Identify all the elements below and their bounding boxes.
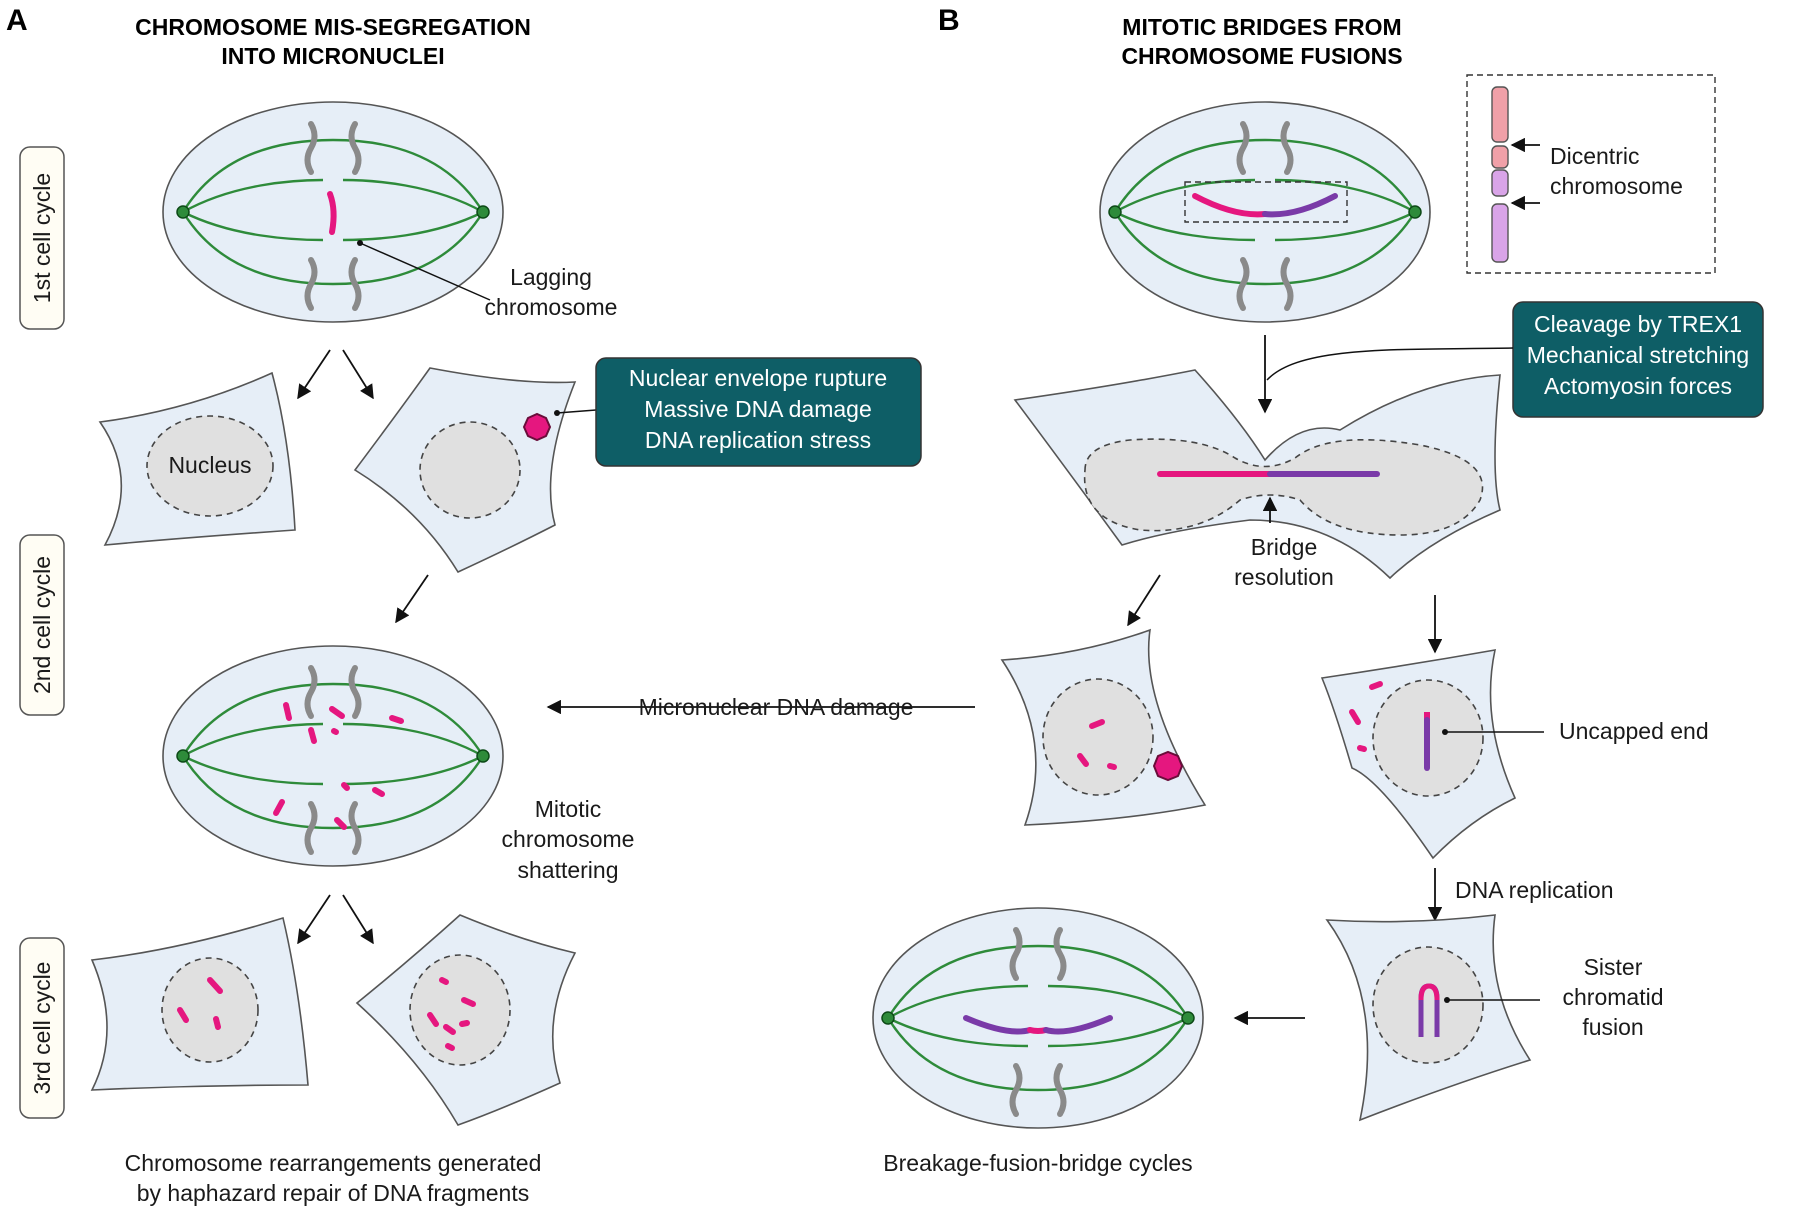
b-mitotic-cell-1 — [1099, 101, 1431, 323]
cycle-tag-2: 2nd cell cycle — [19, 534, 65, 716]
damage-box: Nuclear envelope rupture Massive DNA dam… — [595, 357, 922, 467]
b-daughter-left — [1000, 628, 1207, 826]
lagging-label-2: chromosome — [485, 294, 618, 320]
cleavage-box: Cleavage by TREX1 Mechanical stretching … — [1512, 301, 1764, 418]
a-daughter-3-left — [90, 916, 309, 1091]
sister-label-3: fusion — [1582, 1014, 1643, 1040]
a-daughter-cell-right — [353, 367, 577, 574]
panel-a-footer-line-1: Chromosome rearrangements generated — [125, 1150, 542, 1176]
uncapped-label: Uncapped end — [1559, 718, 1709, 744]
b-bridge-cells — [1013, 369, 1501, 580]
a-mitotic-cell-1 — [162, 101, 504, 323]
damage-box-line-1: Nuclear envelope rupture — [629, 365, 887, 391]
cycle-tag-2-label: 2nd cell cycle — [29, 556, 55, 694]
nucleus-label: Nucleus — [168, 452, 251, 478]
panel-a-letter: A — [6, 4, 28, 37]
cleavage-box-line-2: Mechanical stretching — [1527, 342, 1749, 368]
micronuclear-damage-label: Micronuclear DNA damage — [639, 694, 914, 720]
a-daughter-cell-left: Nucleus — [98, 371, 296, 546]
lagging-chromosome — [327, 191, 337, 235]
dicentric-label-1: Dicentric — [1550, 143, 1639, 169]
cycle-tag-3: 3rd cell cycle — [19, 937, 65, 1119]
cycle-tag-3-label: 3rd cell cycle — [29, 962, 55, 1095]
panel-a-footer-line-2: by haphazard repair of DNA fragments — [137, 1180, 529, 1206]
bridge-label-1: Bridge — [1251, 534, 1317, 560]
b-daughter-right — [1320, 649, 1517, 860]
panel-b-title-line-2: CHROMOSOME FUSIONS — [1121, 43, 1402, 69]
dicentric-inset: Dicentric chromosome — [1466, 74, 1716, 274]
damage-box-line-2: Massive DNA damage — [644, 396, 872, 422]
b-mitotic-cell-bfb — [872, 907, 1204, 1129]
shattering-label-2: chromosome — [502, 826, 635, 852]
micronucleus — [522, 412, 552, 442]
cycle-tag-1: 1st cell cycle — [19, 146, 65, 330]
panel-b-letter: B — [938, 4, 960, 37]
bridge-label-2: resolution — [1234, 564, 1334, 590]
cleavage-box-line-3: Actomyosin forces — [1544, 373, 1732, 399]
panel-a-title-line-2: INTO MICRONUCLEI — [221, 43, 444, 69]
micronucleus-b — [1152, 750, 1184, 782]
shattering-label-1: Mitotic — [535, 796, 601, 822]
sister-label-2: chromatid — [1563, 984, 1664, 1010]
dicentric-label-2: chromosome — [1550, 173, 1683, 199]
a-mitotic-cell-2 — [162, 645, 504, 867]
cleavage-box-line-1: Cleavage by TREX1 — [1534, 311, 1742, 337]
a-daughter-3-right — [355, 914, 577, 1126]
panel-a-title-line-1: CHROMOSOME MIS-SEGREGATION — [135, 14, 531, 40]
sister-label-1: Sister — [1584, 954, 1643, 980]
chromosome-fragments — [273, 702, 404, 830]
panel-b-title-line-1: MITOTIC BRIDGES FROM — [1122, 14, 1401, 40]
damage-box-line-3: DNA replication stress — [645, 427, 871, 453]
b-fusion-cell — [1325, 914, 1532, 1122]
lagging-label-1: Lagging — [510, 264, 592, 290]
replication-label: DNA replication — [1455, 877, 1614, 903]
panel-b-footer: Breakage-fusion-bridge cycles — [883, 1150, 1192, 1176]
shattering-label-3: shattering — [517, 857, 618, 883]
cycle-tag-1-label: 1st cell cycle — [29, 173, 55, 303]
